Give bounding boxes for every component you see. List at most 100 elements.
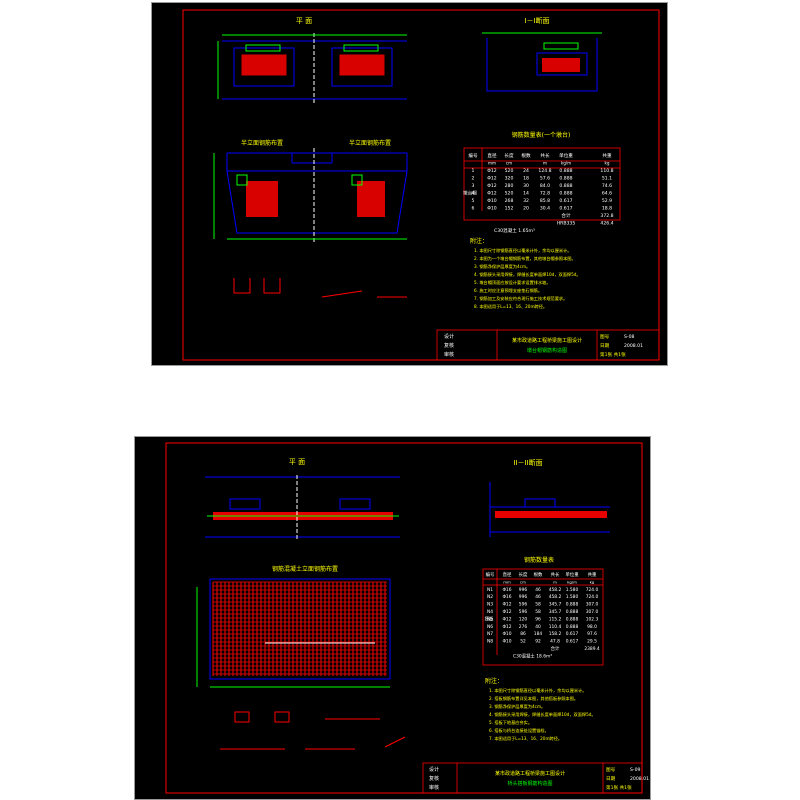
sheet-1-note: 1. 本图尺寸除钢筋直径以毫米计外，余均以厘米计。 <box>474 247 571 254</box>
sheet-2-table-cell: 996 <box>519 587 528 593</box>
sheet-2-table-cell: 596 <box>519 602 528 608</box>
sheet-1-table-cell: 72.8 <box>540 191 550 197</box>
sheet-2-table-cell: Φ12 <box>502 609 511 615</box>
sheet-2-table-cell: 58 <box>535 609 541 615</box>
sheet-1-table-header-5: 单位重 <box>559 152 573 159</box>
sheet-1-drawing: 平 面 I－I断面 半立面钢筋布置 <box>182 9 660 361</box>
sheet-2-table-cell: 102.3 <box>586 616 599 622</box>
sheet-2-notes-title: 附注： <box>485 677 503 685</box>
sheet-2-table-cell: 120 <box>519 616 528 622</box>
sheet-2-table-cell: Φ12 <box>502 624 511 630</box>
sheet-1-tb-title: 某市政道路工程桥梁施工图设计 <box>512 337 582 344</box>
sheet-1-table-cell: 84.0 <box>540 183 550 189</box>
sheet-2-table-cell: 724.0 <box>586 587 599 593</box>
sheet-2-main-view <box>209 578 391 680</box>
sheet-2-table-header-5: 单位重 <box>565 571 579 578</box>
sheet-2-table-cell: 458.2 <box>549 594 562 600</box>
sheet-1-section-rebar <box>542 58 580 72</box>
sheet-1-table-cell: 18.8 <box>602 206 612 212</box>
sheet-2-tb-key: 第1张 共1张 <box>606 784 632 791</box>
sheet-1-note: 2. 本图为一个墩台帽钢筋布置，其他墩台帽参照本图。 <box>474 255 576 262</box>
sheet-1-table-summary-label: HRB335 <box>557 221 576 227</box>
sheet-1-table-unit-1: mm <box>488 161 496 166</box>
sheet-1-table-header-2: 长度 <box>504 152 514 159</box>
sheet-1-table-cell: 51.1 <box>602 176 612 182</box>
sheet-2-table-cell: 596 <box>519 609 528 615</box>
sheet-1-plan-view <box>222 33 407 105</box>
sheet-2-table-total-value: 2389.4 <box>584 646 600 652</box>
sheet-2-table-unit-1: mm <box>503 579 511 584</box>
sheet-2-table-header-4: 共长 <box>551 571 560 578</box>
sheet-1-table-cell: Φ10 <box>487 198 497 204</box>
sheet-1-table-cell: 0.888 <box>559 191 572 197</box>
sheet-2-table-cell: N4 <box>487 609 493 615</box>
sheet-1-tb-role: 复核 <box>444 342 454 349</box>
sheet-2-table-cell: 46 <box>535 587 541 593</box>
sheet-2-main-dims <box>196 587 390 688</box>
drawing-sheet-2: 平 面 II－II断面 钢筋混凝土立面钢筋布置 <box>134 436 651 800</box>
sheet-1-table-header-3: 根数 <box>521 152 531 159</box>
sheet-2-table-cell: N5 <box>487 616 493 622</box>
sheet-1-table-cell: 85.8 <box>540 198 550 204</box>
sheet-1-table-unit-4: m <box>543 161 547 166</box>
sheet-1-table-unit-6: kg <box>605 161 610 166</box>
sheet-1-table-cell: 520 <box>505 191 514 197</box>
sheet-1-note: 7. 钢筋加工及安装应符合现行施工技术规范要求。 <box>474 295 567 302</box>
sheet-1-note: 3. 钢筋净保护层厚度为4cm。 <box>474 263 530 270</box>
sheet-2-table-cell: N7 <box>487 631 493 637</box>
sheet-1-table-cell: 5 <box>472 198 475 204</box>
sheet-2-tb-value: S-09 <box>630 767 640 773</box>
sheet-2-table-cell: 96 <box>535 616 541 622</box>
sheet-1-elevation-rebar-right <box>357 181 385 217</box>
sheet-1-table-cell: Φ12 <box>487 191 497 197</box>
sheet-2-tb-role: 复核 <box>429 775 439 782</box>
sheet-1-tb-value: S-08 <box>624 334 634 340</box>
sheet-2-note: 7. 本图适用于L=13、16、20m跨径。 <box>489 735 562 742</box>
sheet-1-table-cell: 30.4 <box>540 206 550 212</box>
sheet-2-table-unit-4: m <box>553 579 557 584</box>
sheet-2-table-cell: 184 <box>534 631 543 637</box>
sheet-2-table-cell: 98.0 <box>587 624 597 630</box>
sheet-2-plan-title: 平 面 <box>289 458 305 466</box>
sheet-1-table-unit-5: kg/m <box>561 161 571 166</box>
sheet-1-frame <box>182 9 660 361</box>
sheet-1-table-cell: 57.6 <box>540 176 550 182</box>
sheet-1-table-footer: C30混凝土 1.65m³ <box>494 227 535 234</box>
sheet-2-section-rebar <box>495 511 607 518</box>
sheet-2-table-cell: N1 <box>487 587 493 593</box>
sheet-2-table-cell: 58 <box>535 602 541 608</box>
sheet-2-table-cell: 40 <box>535 624 541 630</box>
sheet-1-table-group-label: 墩台帽 <box>463 190 477 197</box>
sheet-1-table-cell: Φ12 <box>487 176 497 182</box>
sheet-1-plan-title: 平 面 <box>296 17 312 25</box>
sheet-2-table-cell: Φ16 <box>502 587 511 593</box>
sheet-1-tb-subtitle: 墩台帽钢筋构造图 <box>527 347 567 354</box>
sheet-2-table-cell: Φ10 <box>502 631 511 637</box>
sheet-2-table-cell: 110.4 <box>549 624 562 630</box>
sheet-2-table-cell: 97.6 <box>587 631 597 637</box>
sheet-2-table-cell: Φ16 <box>502 594 511 600</box>
sheet-1-table-cell: Φ12 <box>487 168 497 174</box>
sheet-2-table-cell: Φ12 <box>502 602 511 608</box>
sheet-2-table-header-0: 编号 <box>486 571 495 578</box>
sheet-1-table-cell: Φ10 <box>487 206 497 212</box>
sheet-2-tb-key: 图号 <box>606 767 616 773</box>
sheet-2-table-header-6: 共重 <box>588 571 597 578</box>
sheet-2-table-cell: 307.0 <box>586 609 599 615</box>
sheet-2-table-unit-5: kg/m <box>567 579 577 584</box>
sheet-2-table-cell: 92 <box>535 639 541 645</box>
sheet-2-main-label: 钢筋混凝土立面钢筋布置 <box>272 565 338 573</box>
sheet-2-table-cell: 345.7 <box>549 602 562 608</box>
sheet-2-note: 6. 搭板与桥台连接处设置锚栓。 <box>489 727 549 734</box>
sheet-2-plan-view <box>205 476 400 538</box>
sheet-2-tb-title: 某市政道路工程桥梁施工图设计 <box>495 770 565 777</box>
sheet-1-table-cell: Φ12 <box>487 183 497 189</box>
sheet-1-plan-rebar <box>241 54 385 76</box>
sheet-1-table-summary-value: 426.4 <box>600 221 613 227</box>
sheet-1-table-total-label: 合计 <box>561 212 571 219</box>
sheet-2-note: 1. 本图尺寸除钢筋直径以毫米计外，余均以厘米计。 <box>489 687 586 694</box>
sheet-2-table-unit-2: cm <box>520 579 526 584</box>
sheet-2-table-cell: 115.2 <box>549 616 562 622</box>
sheet-1-table-cell: 0.888 <box>559 183 572 189</box>
sheet-2-table-header-3: 根数 <box>534 571 543 578</box>
